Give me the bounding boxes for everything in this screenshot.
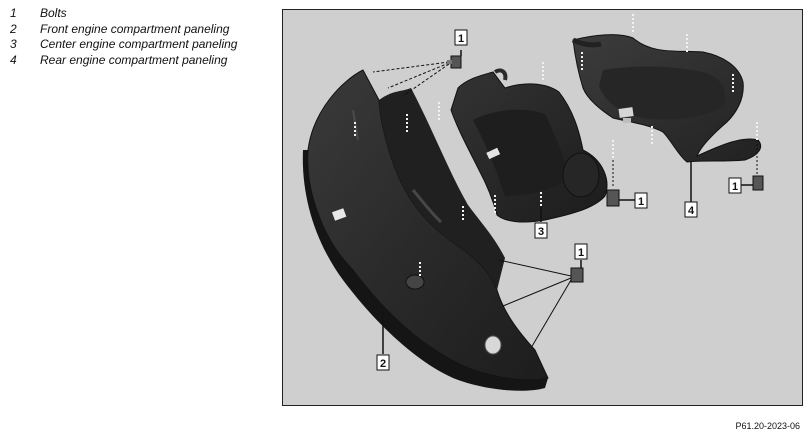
- bolt-front: 1: [498, 243, 588, 349]
- callout-label: 4: [688, 205, 695, 217]
- label-sticker: [331, 208, 347, 221]
- callout-label: 3: [538, 226, 544, 238]
- callout-front-panel: 2: [376, 312, 390, 371]
- legend-item: 1 Bolts: [10, 6, 237, 22]
- callout-box: [728, 177, 742, 194]
- legend-number: 3: [10, 37, 17, 51]
- legend-item: 4 Rear engine compartment paneling: [10, 53, 237, 69]
- front-panel: [302, 69, 549, 391]
- callout-rear-panel: 4: [684, 162, 698, 218]
- label-sticker: [623, 118, 631, 123]
- callout-box: [454, 29, 468, 46]
- center-panel: [450, 68, 608, 223]
- illustration: 1 1 1 1: [302, 14, 764, 391]
- callout-box: [634, 192, 648, 209]
- legend-text: Front engine compartment paneling: [40, 21, 230, 36]
- label-sticker: [618, 107, 634, 118]
- legend-number: 4: [10, 52, 17, 67]
- bolt-rear: 1: [728, 140, 764, 194]
- callout-label: 1: [578, 247, 584, 259]
- callout-box: [534, 222, 548, 239]
- callout-label: 2: [380, 358, 386, 370]
- fastener-markers: [354, 14, 758, 276]
- bolt-center: 1: [606, 160, 648, 209]
- legend: 1 Bolts 2 Front engine compartment panel…: [10, 6, 237, 68]
- legend-number: 2: [10, 21, 17, 36]
- legend-text: Center engine compartment paneling: [40, 37, 238, 51]
- callout-center-panel: 3: [534, 206, 548, 239]
- callout-label: 1: [638, 196, 644, 208]
- callout-box: [574, 243, 588, 260]
- legend-item: 3 Center engine compartment paneling: [10, 37, 237, 53]
- legend-item: 2 Front engine compartment paneling: [10, 22, 237, 38]
- illustration-frame: 1 1 1 1: [282, 9, 803, 406]
- rear-panel: [571, 34, 762, 163]
- legend-text: Rear engine compartment paneling: [40, 52, 228, 67]
- figure-reference-code: P61.20-2023-06: [735, 421, 800, 431]
- legend-text: Bolts: [40, 6, 67, 20]
- legend-number: 1: [10, 6, 17, 20]
- label-sticker: [486, 147, 501, 160]
- callout-box: [684, 201, 698, 218]
- callout-label: 1: [458, 33, 464, 45]
- callout-label: 1: [732, 181, 738, 193]
- bolt-top: 1: [372, 29, 468, 97]
- callout-box: [376, 354, 390, 371]
